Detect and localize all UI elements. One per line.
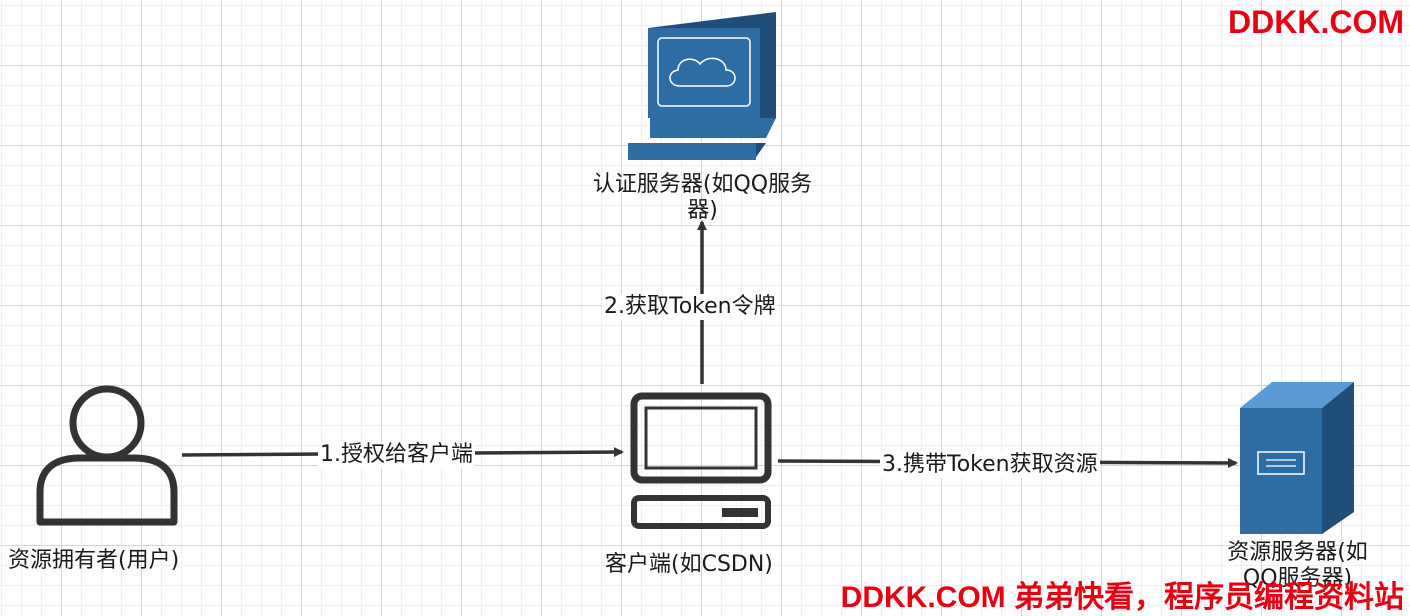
edge-get-token-label: 2.获取Token令牌 [602, 294, 778, 320]
edge-get-resource-label: 3.携带Token获取资源 [880, 452, 1100, 478]
edge-authorize-label: 1.授权给客户端 [318, 442, 475, 468]
resource-server-label: 资源服务器(如QQ服务器) [1227, 540, 1368, 591]
cloud-icon [669, 57, 736, 87]
resource-server-icon [1240, 382, 1354, 534]
computer-icon [630, 392, 772, 529]
auth-server-label: 认证服务器(如QQ服务器) [592, 172, 813, 223]
client-label: 客户端(如CSDN) [605, 552, 773, 577]
watermark-top: DDKK.COM [1228, 4, 1404, 40]
auth-server-icon [628, 12, 776, 160]
watermark-bottom: DDKK.COM 弟弟快看，程序员编程资料站 [840, 581, 1404, 614]
resource-owner-label: 资源拥有者(用户) [8, 548, 180, 573]
user-icon [36, 385, 178, 526]
